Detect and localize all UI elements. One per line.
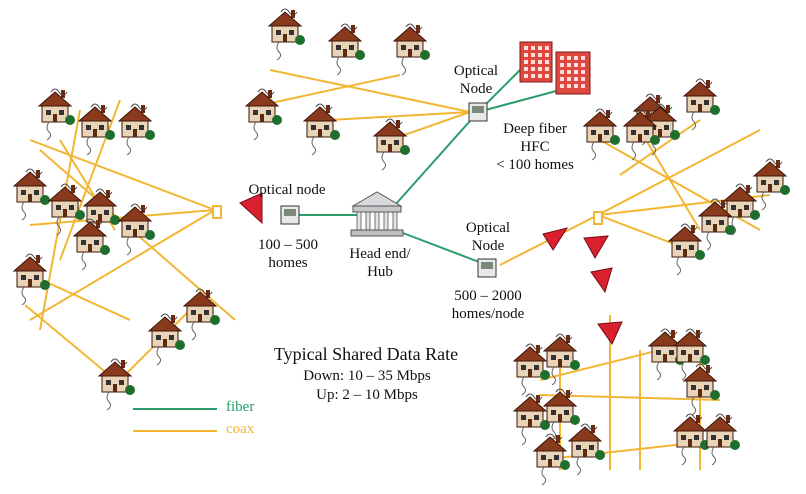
house-icon xyxy=(512,393,550,446)
house-icon xyxy=(372,118,410,171)
coax-line xyxy=(597,129,761,216)
head-end-building-icon xyxy=(350,191,404,237)
tap-icon xyxy=(212,205,222,219)
coax-line xyxy=(29,209,216,321)
amplifier-icon xyxy=(542,227,569,251)
house-icon xyxy=(682,363,720,416)
optical-node-icon xyxy=(468,102,488,122)
tap-icon xyxy=(593,211,603,225)
house-icon xyxy=(672,328,710,381)
house-icon xyxy=(12,253,50,306)
optical-node-left-label: Optical node xyxy=(248,182,326,198)
house-icon xyxy=(702,413,740,466)
amplifier-icon xyxy=(597,321,623,346)
deep-fiber-label: Deep fiber HFC < 100 homes xyxy=(496,121,574,173)
house-icon xyxy=(512,343,550,396)
optical-node-icon xyxy=(477,258,497,278)
homes-right-label: 500 – 2000 homes/node xyxy=(451,288,525,322)
house-icon xyxy=(117,103,155,156)
equipment xyxy=(212,41,623,346)
rate-down: Down: 10 – 35 Mbps xyxy=(303,368,431,384)
office-building-icon xyxy=(555,51,591,95)
optical-node-top-label: Optical Node xyxy=(453,63,499,97)
house-icon xyxy=(244,88,282,141)
house-icon xyxy=(392,23,430,76)
coax-line xyxy=(261,74,401,106)
legend-fiber-line xyxy=(133,408,217,410)
house-icon xyxy=(12,168,50,221)
house-icon xyxy=(567,423,605,476)
head-end-label: Head end/ Hub xyxy=(349,246,411,280)
house-icon xyxy=(752,158,790,211)
house-icon xyxy=(622,108,660,161)
rate-title: Typical Shared Data Rate xyxy=(273,344,459,364)
house-icon xyxy=(72,218,110,271)
legend-fiber-label: fiber xyxy=(226,399,255,415)
house-icon xyxy=(302,103,340,156)
coax-line xyxy=(619,119,701,176)
house-icon xyxy=(532,433,570,486)
amplifier-icon xyxy=(583,235,609,260)
fiber-line xyxy=(394,229,488,266)
coax-line xyxy=(59,99,121,261)
house-icon xyxy=(582,108,620,161)
amplifier-icon xyxy=(590,267,613,294)
coax-line xyxy=(29,139,216,211)
fiber-line xyxy=(477,89,561,113)
house-icon xyxy=(327,23,365,76)
house-icon xyxy=(37,88,75,141)
house-icon xyxy=(542,333,580,386)
office-building-icon xyxy=(519,41,553,83)
coax-line xyxy=(39,109,81,331)
house-icon xyxy=(722,183,760,236)
legend-coax-line xyxy=(133,430,217,432)
homes-left-label: 100 – 500 homes xyxy=(258,237,318,271)
house-icon xyxy=(672,413,710,466)
optical-node-right-label: Optical Node xyxy=(465,220,511,254)
house-icon xyxy=(697,198,735,251)
house-icon xyxy=(667,223,705,276)
house-icon xyxy=(47,183,85,236)
house-icon xyxy=(117,203,155,256)
coax-line xyxy=(24,304,116,381)
house-icon xyxy=(77,103,115,156)
house-icon xyxy=(97,358,135,411)
optical-node-icon xyxy=(280,205,300,225)
house-icon xyxy=(147,313,185,366)
rate-up: Up: 2 – 10 Mbps xyxy=(316,387,418,403)
house-icon xyxy=(182,288,220,341)
coax-line xyxy=(269,69,471,113)
houses xyxy=(12,8,790,486)
legend-coax-label: coax xyxy=(226,421,255,437)
house-icon xyxy=(267,8,305,61)
coax-line xyxy=(329,111,471,121)
house-icon xyxy=(82,188,120,241)
house-icon xyxy=(682,78,720,131)
amplifier-icon xyxy=(239,192,263,225)
house-icon xyxy=(542,388,580,441)
